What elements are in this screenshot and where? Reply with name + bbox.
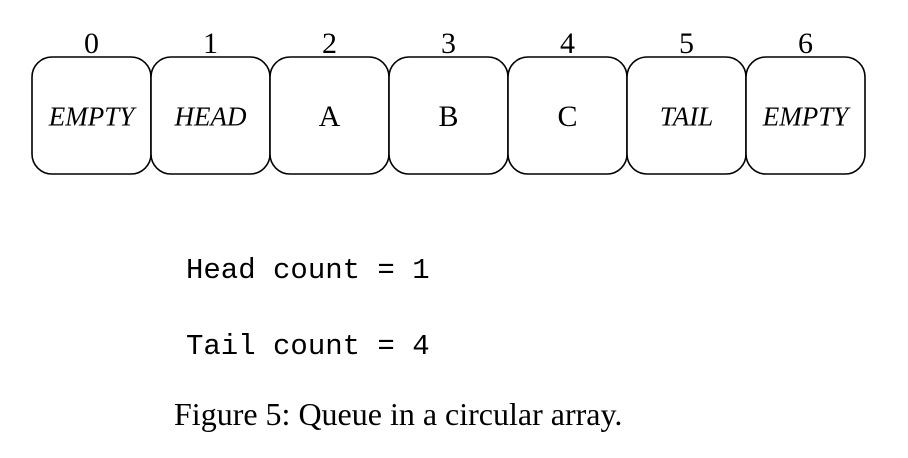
array-cell-label: EMPTY (48, 102, 137, 132)
head-count-value: 1 (412, 254, 430, 287)
array-cell-index: 2 (322, 27, 337, 60)
array-cell-4: 4C (507, 27, 628, 175)
array-cell-label: HEAD (174, 102, 247, 132)
head-count-label: Head count = (186, 254, 413, 287)
array-cell-index: 3 (441, 27, 456, 60)
array-cell-2: 2A (269, 27, 390, 175)
head-count-line: Head count = 1 (186, 256, 430, 285)
tail-count-line: Tail count = 4 (186, 332, 430, 361)
array-cell-index: 6 (798, 27, 813, 60)
tail-count-label: Tail count = (186, 330, 413, 363)
array-cell-label: A (319, 100, 341, 133)
array-cell-index: 0 (84, 27, 99, 60)
array-cell-label: C (557, 100, 577, 133)
array-cell-3: 3B (388, 27, 509, 175)
array-cell-label: EMPTY (762, 102, 851, 132)
array-cell-label: B (438, 100, 458, 133)
figure-caption-prefix: Figure 5: (174, 396, 291, 432)
array-cell-box (745, 56, 866, 175)
array-cell-index: 4 (560, 27, 575, 60)
tail-count-value: 4 (412, 330, 430, 363)
array-cell-index: 1 (203, 27, 218, 60)
array-cell-index: 5 (679, 27, 694, 60)
figure-caption: Figure 5: Queue in a circular array. (174, 398, 622, 430)
figure-caption-text: Queue in a circular array. (298, 396, 623, 432)
array-cell-label: TAIL (660, 102, 714, 132)
